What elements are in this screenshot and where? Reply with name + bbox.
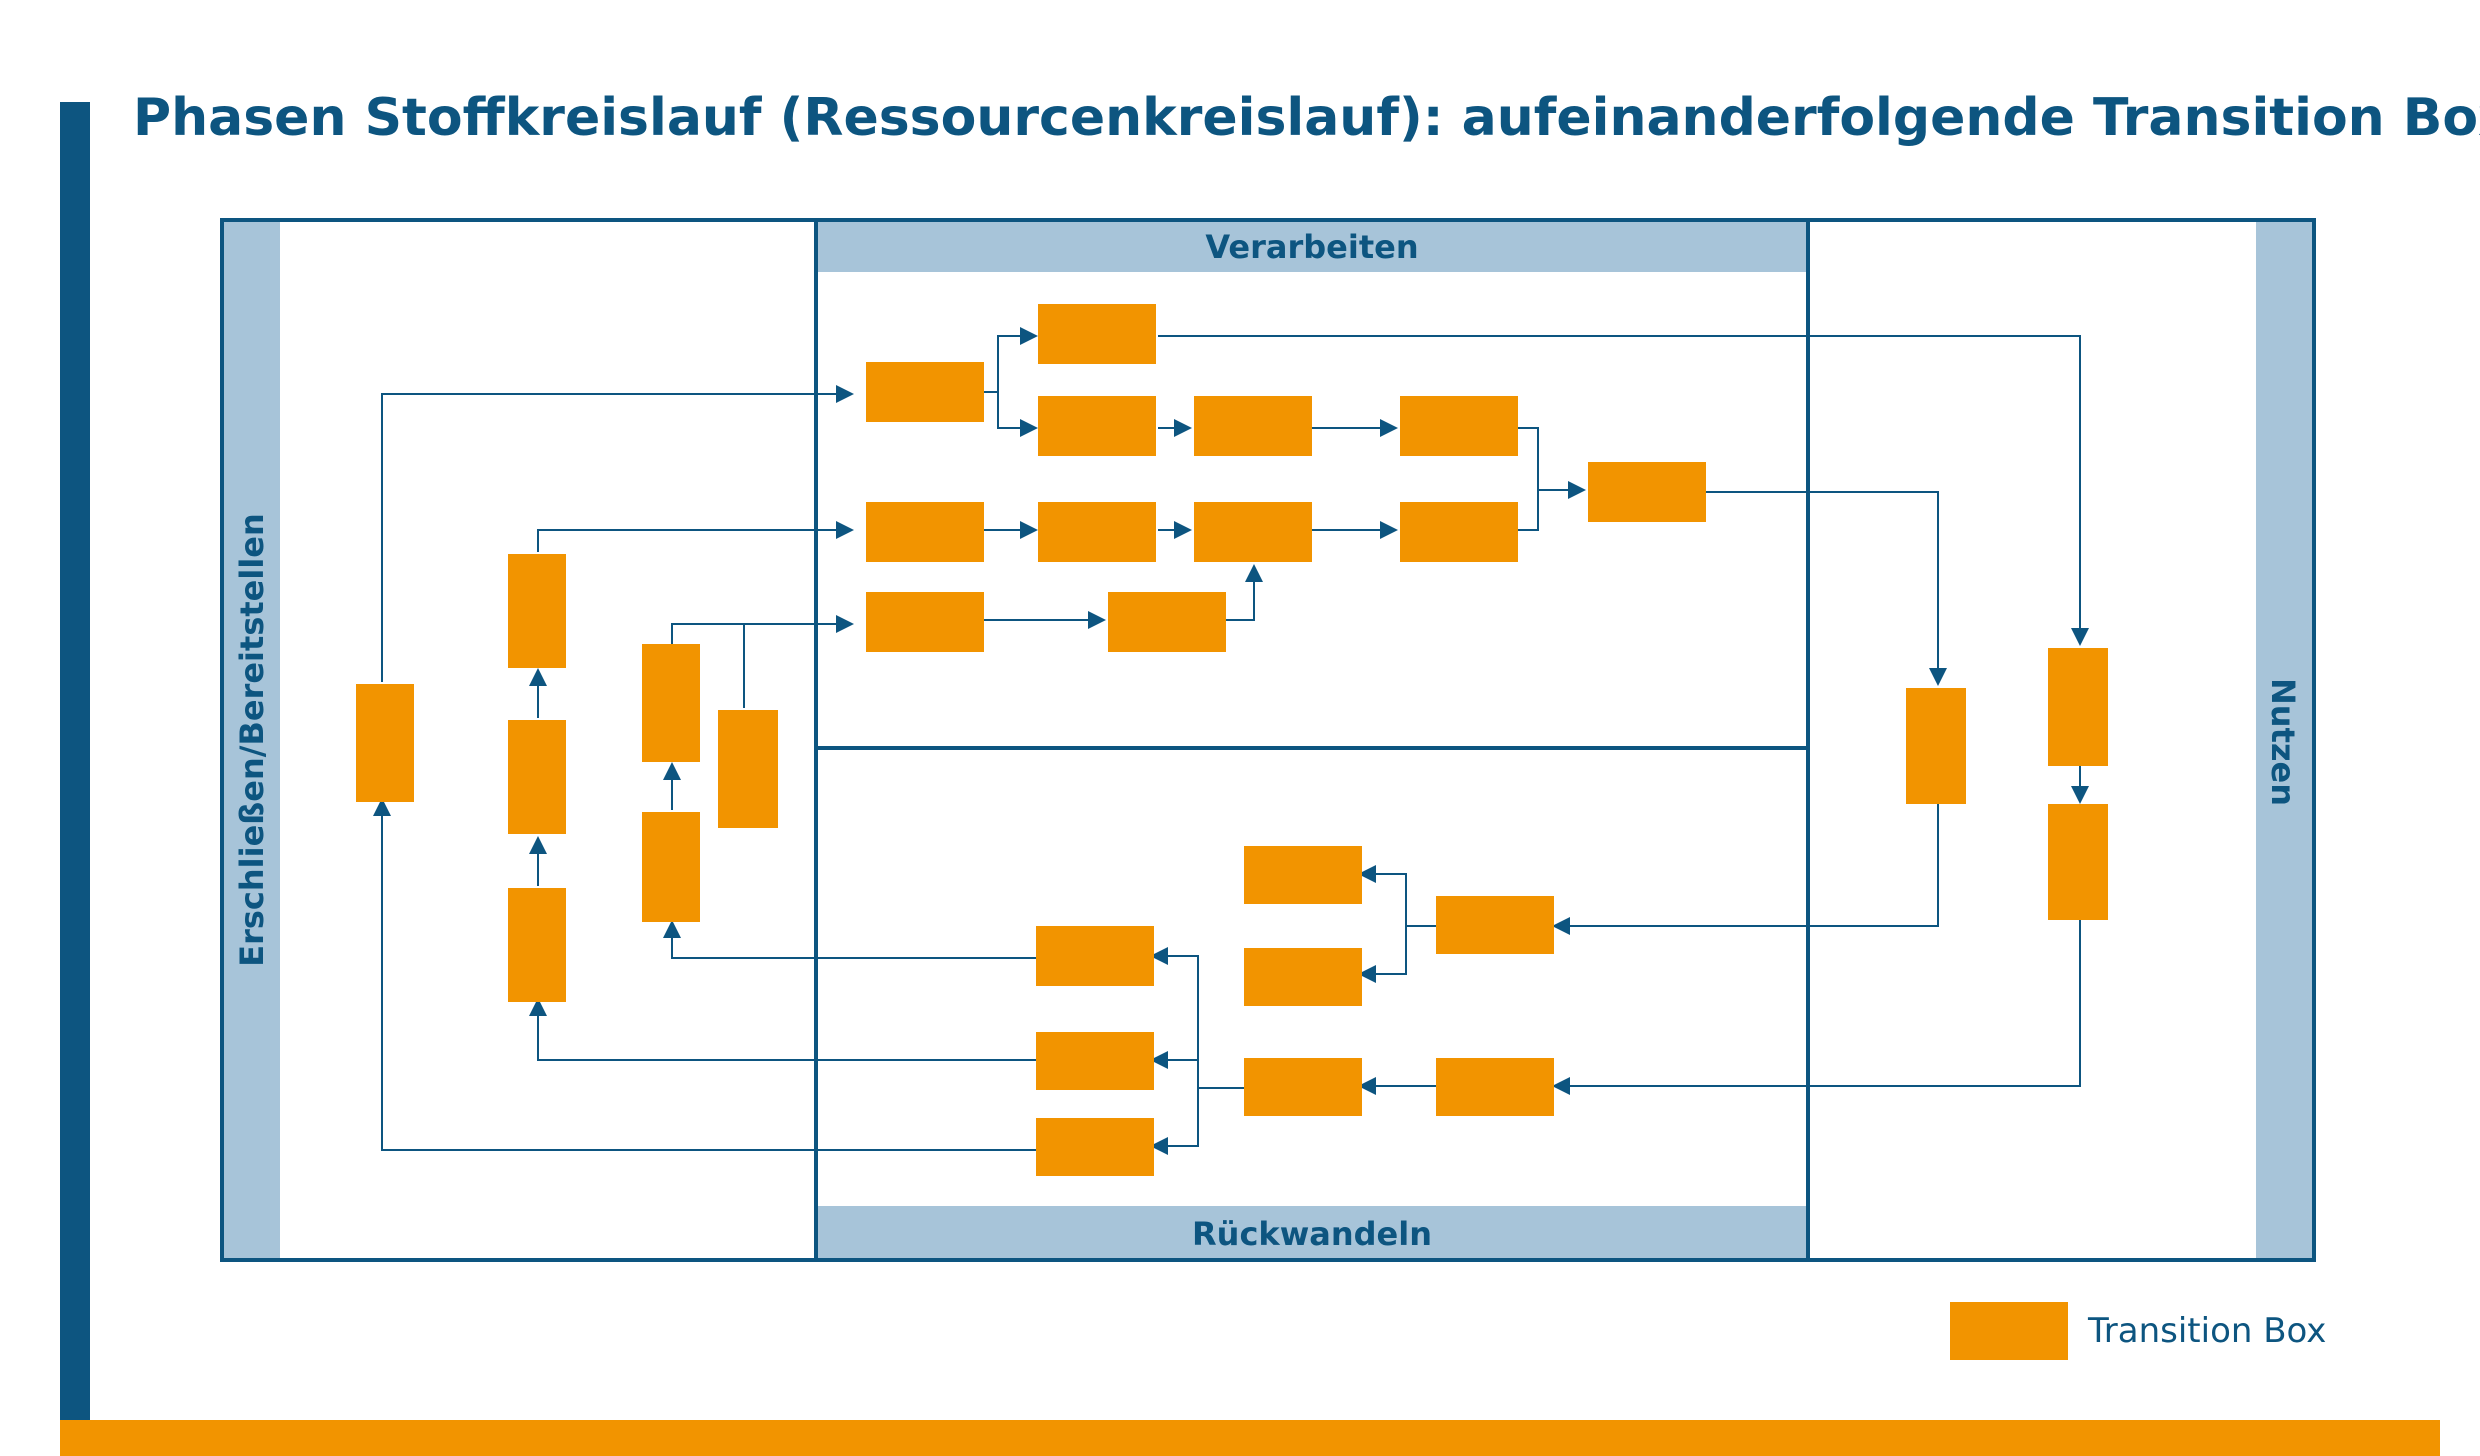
- connector: [529, 998, 1036, 1061]
- connector: [663, 920, 1036, 959]
- connector: [1226, 564, 1263, 621]
- transition-box: [1906, 688, 1966, 804]
- connector: [1358, 926, 1407, 983]
- transition-box: [508, 888, 566, 1002]
- transition-box: [1108, 592, 1226, 652]
- diagram-frame: [220, 218, 2316, 1262]
- transition-box: [1588, 462, 1706, 522]
- band-bottom: [816, 1206, 1808, 1260]
- connector: [1552, 918, 2081, 1095]
- transition-box: [1436, 1058, 1554, 1116]
- connector: [537, 521, 854, 552]
- transition-box: [1036, 1118, 1154, 1176]
- transition-box: [356, 684, 414, 802]
- connector: [1150, 947, 1244, 1089]
- connector: [671, 615, 854, 644]
- transition-box: [1436, 896, 1554, 954]
- section-label-right: Nutzen: [2264, 678, 2302, 806]
- transition-box: [866, 592, 984, 652]
- connector: [1516, 427, 1586, 499]
- transition-box: [508, 554, 566, 668]
- section-label-top: Verarbeiten: [1205, 228, 1418, 266]
- transition-box: [2048, 648, 2108, 766]
- transition-box: [1194, 502, 1312, 562]
- transition-box: [508, 720, 566, 834]
- transition-box: [1244, 846, 1362, 904]
- transition-box: [1036, 1032, 1154, 1090]
- transition-box: [642, 644, 700, 762]
- transition-box: [2048, 804, 2108, 920]
- band-top: [816, 220, 1808, 272]
- connector: [1516, 490, 1539, 531]
- connector: [1706, 491, 1947, 686]
- connector: [373, 798, 1036, 1151]
- transition-box: [866, 362, 984, 422]
- connectors: [373, 327, 2089, 1155]
- legend-label: Transition Box: [2087, 1311, 2326, 1351]
- connector: [1552, 802, 1939, 935]
- section-label-left: Erschließen/Bereitstellen: [233, 513, 271, 967]
- page-title: Phasen Stoffkreislauf (Ressourcenkreisla…: [133, 88, 2480, 148]
- bottom-accent-bar: [60, 1420, 2440, 1456]
- band-right: [2256, 220, 2312, 1260]
- transition-boxes: [356, 304, 2108, 1176]
- transition-box: [1194, 396, 1312, 456]
- transition-box: [1036, 926, 1154, 986]
- connector: [381, 385, 854, 682]
- left-accent-bar: [60, 102, 90, 1420]
- connector: [982, 327, 1038, 393]
- legend-swatch: [1950, 1302, 2068, 1360]
- transition-box: [642, 812, 700, 922]
- transition-box: [1038, 396, 1156, 456]
- transition-box: [718, 710, 778, 828]
- transition-box: [1244, 948, 1362, 1006]
- transition-box: [1400, 502, 1518, 562]
- transition-box: [1038, 502, 1156, 562]
- connector: [1158, 335, 2089, 646]
- connector: [1150, 1088, 1199, 1155]
- connector: [997, 392, 1038, 437]
- transition-box: [866, 502, 984, 562]
- band-left: [224, 220, 280, 1260]
- connector: [1358, 865, 1436, 927]
- transition-box: [1400, 396, 1518, 456]
- transition-box: [1038, 304, 1156, 364]
- section-label-bottom: Rückwandeln: [1192, 1215, 1432, 1253]
- transition-box: [1244, 1058, 1362, 1116]
